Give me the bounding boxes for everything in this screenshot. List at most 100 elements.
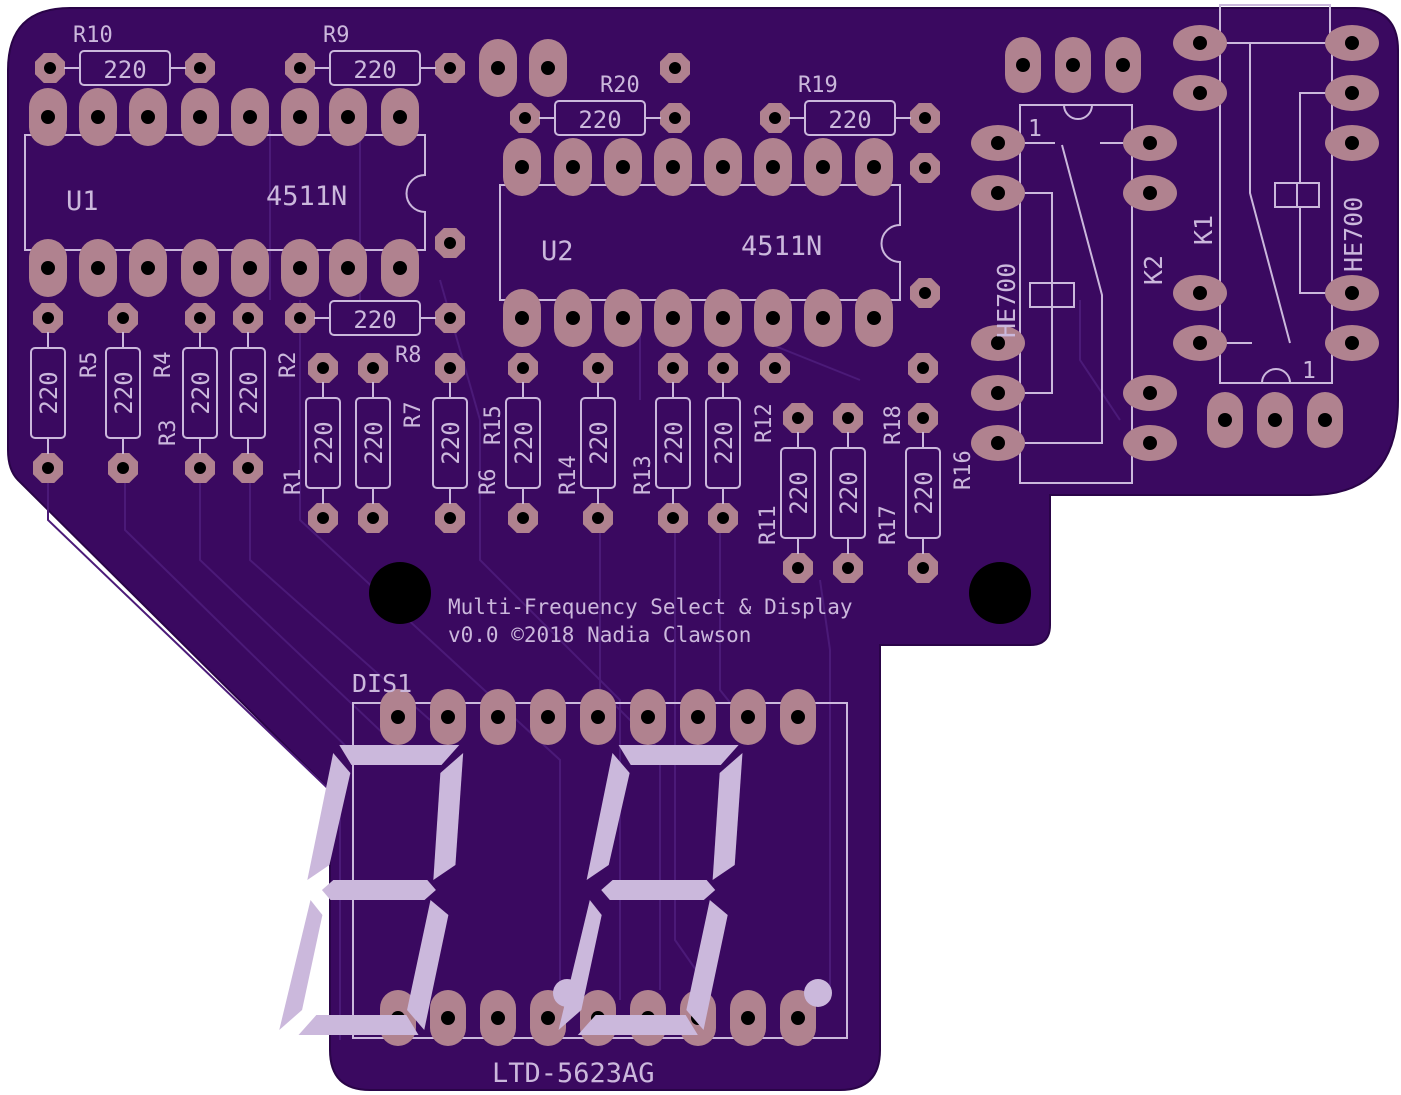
dis1-pin-top-4	[580, 689, 616, 745]
trace-13	[759, 339, 861, 381]
u2-pin-bottom-0	[503, 289, 541, 347]
trace-1	[124, 480, 361, 761]
resistor-value: 220	[578, 106, 621, 134]
k2-top-pin-2	[1105, 37, 1141, 93]
resistor-ref: R15	[481, 405, 506, 445]
u1-pin-bottom-2	[129, 239, 167, 297]
u1-pin-bottom-6	[329, 239, 367, 297]
via-pad-3	[910, 278, 940, 308]
resistor-value: 220	[785, 471, 813, 514]
k1-pin-left-0	[1173, 25, 1227, 61]
resistor-ref: R5	[77, 352, 102, 379]
resistor-ref: R12	[752, 403, 777, 443]
u1-pin-bottom-1	[79, 239, 117, 297]
resistor-pad	[783, 553, 813, 583]
resistor-ref: R10	[73, 23, 113, 48]
display-segments	[279, 745, 832, 1035]
resistor-pad	[358, 503, 388, 533]
k1-bottom-pin-0	[1207, 392, 1243, 448]
u2-pin-top-7	[855, 138, 893, 196]
k1-bottom-pin-1	[1257, 392, 1293, 448]
segment-d	[577, 1015, 698, 1035]
resistor-pad	[435, 503, 465, 533]
k2-pin-left-4	[971, 425, 1025, 461]
resistor-ref: R11	[756, 505, 781, 545]
resistor-ref: R16	[951, 450, 976, 490]
k1-ref-label: K1	[1189, 215, 1218, 245]
mounting-hole-right	[969, 562, 1031, 624]
resistors-layer: 220R10220R9220R20220R19220R8220R5220R422…	[30, 23, 976, 554]
resistor-ref: R19	[798, 73, 838, 98]
resistor-pad	[508, 503, 538, 533]
u1-ref-label: U1	[66, 186, 99, 217]
dis1-pin-top-5	[630, 689, 666, 745]
u1-pin-top-6	[329, 88, 367, 146]
u1-pin-top-7	[381, 88, 419, 146]
resistor-ref: R8	[395, 343, 422, 368]
trace-9	[819, 579, 831, 1000]
k2-pin-right-1	[1123, 175, 1177, 211]
k2-pin-right-3	[1123, 425, 1177, 461]
u2-pin-bottom-7	[855, 289, 893, 347]
k1-pin-left-2	[1173, 275, 1227, 311]
resistor-pad	[783, 403, 813, 433]
resistor-pad	[833, 403, 863, 433]
u1-pin-bottom-5	[281, 239, 319, 297]
dis1-pin-top-1	[430, 689, 466, 745]
u2-ref-label: U2	[541, 236, 574, 267]
resistor-pad	[285, 303, 315, 333]
resistor-pad	[708, 503, 738, 533]
segment-d	[298, 1015, 419, 1035]
resistor-value: 220	[835, 471, 863, 514]
u2-pin-bottom-6	[804, 289, 842, 347]
k1-pin-right-0	[1325, 25, 1379, 61]
resistor-value: 220	[235, 371, 263, 414]
resistor-pad	[33, 453, 63, 483]
k2-pin-right-2	[1123, 375, 1177, 411]
resistor-value: 220	[585, 421, 613, 464]
resistor-pad	[285, 53, 315, 83]
k2-wire	[1020, 192, 1053, 394]
u2-pin-top-0	[503, 138, 541, 196]
resistor-ref: R14	[556, 455, 581, 495]
dis1-pin-bottom-7	[730, 990, 766, 1046]
k2-pin-left-3	[971, 375, 1025, 411]
resistor-pad	[660, 103, 690, 133]
resistor-ref: R20	[600, 73, 640, 98]
resistor-pad	[910, 103, 940, 133]
resistor-pad	[435, 53, 465, 83]
dis1-pin-top-6	[680, 689, 716, 745]
mounting-hole-left	[369, 562, 431, 624]
segment-b	[712, 753, 743, 880]
resistor-value: 220	[660, 421, 688, 464]
k2-top-pin-0	[1005, 37, 1041, 93]
via-pad-4	[908, 353, 938, 383]
resistor-ref: R17	[876, 505, 901, 545]
k1-pin-left-1	[1173, 75, 1227, 111]
dis1-pin-bottom-8	[780, 990, 816, 1046]
dis1-value-label: LTD-5623AG	[492, 1058, 655, 1089]
trace-4	[299, 300, 561, 990]
resistor-pad	[233, 453, 263, 483]
dis1-pin-top-8	[780, 689, 816, 745]
resistor-ref: R7	[401, 402, 426, 429]
dis1-pin-top-2	[480, 689, 516, 745]
resistor-r16: R16	[951, 450, 976, 490]
k2-pin-left-0	[971, 125, 1025, 161]
dis1-pin-top-3	[530, 689, 566, 745]
u2-pin-top-6	[804, 138, 842, 196]
resistor-value: 220	[710, 421, 738, 464]
u2-outline	[499, 184, 901, 301]
resistor-value: 220	[437, 421, 465, 464]
resistor-pad	[35, 53, 65, 83]
